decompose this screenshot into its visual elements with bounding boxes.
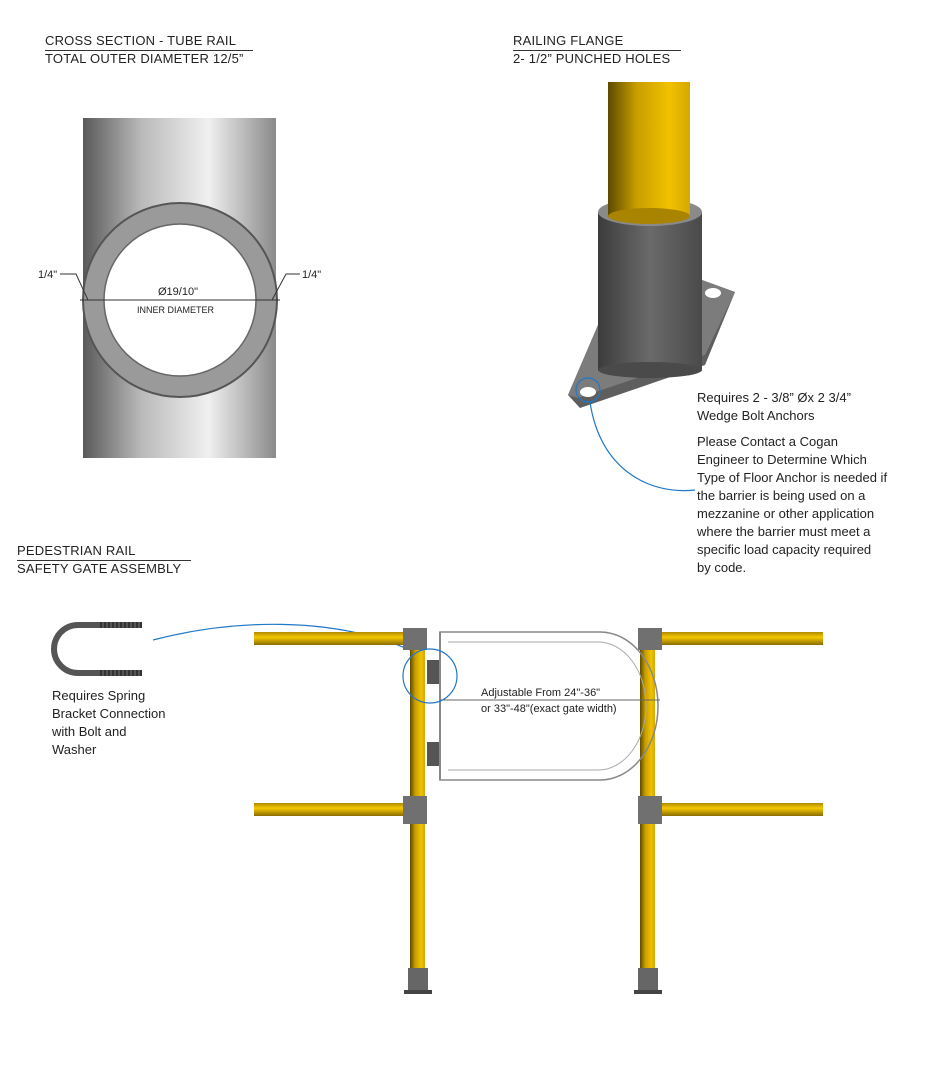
- flange-title: RAILING FLANGE: [513, 32, 681, 51]
- contact-note-line: by code.: [697, 560, 747, 575]
- safety-gate-assembly: [254, 628, 823, 994]
- anchor-note-line: Requires 2 - 3/8” Øx 2 3/4”: [697, 390, 851, 405]
- left-thickness-label: 1/4": [38, 269, 58, 281]
- inner-diameter-label: INNER DIAMETER: [137, 305, 215, 315]
- inner-diameter-value: Ø19/10": [158, 286, 198, 298]
- gate-width-note-2: or 33"-48"(exact gate width): [481, 703, 617, 715]
- flange-subtitle: 2- 1/2” PUNCHED HOLES: [513, 51, 671, 66]
- bracket-note-line: Washer: [52, 742, 97, 757]
- contact-note-line: mezzanine or other application: [697, 506, 875, 521]
- contact-note-line: where the barrier must meet a: [697, 524, 871, 539]
- bracket-note-line: Bracket Connection: [52, 706, 166, 721]
- bracket-note-line: with Bolt and: [52, 724, 127, 739]
- contact-note-line: Engineer to Determine Which: [697, 452, 867, 467]
- contact-note: Please Contact a Cogan Engineer to Deter…: [697, 433, 887, 577]
- tube-cross-section: [60, 118, 300, 458]
- gate-subtitle: SAFETY GATE ASSEMBLY: [17, 561, 182, 576]
- bracket-note-line: Requires Spring: [52, 688, 146, 703]
- contact-note-line: the barrier is being used on a: [697, 488, 866, 503]
- gate-width-note-1: Adjustable From 24"-36": [481, 687, 601, 699]
- bracket-note: Requires Spring Bracket Connection with …: [52, 687, 165, 759]
- contact-note-line: specific load capacity required: [697, 542, 872, 557]
- cross-section-subtitle: TOTAL OUTER DIAMETER 12/5”: [45, 51, 244, 66]
- railing-flange: [568, 82, 735, 492]
- right-thickness-label: 1/4": [302, 269, 322, 281]
- gate-title: PEDESTRIAN RAIL: [17, 542, 191, 561]
- contact-note-line: Please Contact a Cogan: [697, 434, 838, 449]
- u-bolt-bracket: [51, 622, 411, 676]
- anchor-note: Requires 2 - 3/8” Øx 2 3/4” Wedge Bolt A…: [697, 389, 851, 425]
- cross-section-title: CROSS SECTION - TUBE RAIL: [45, 32, 253, 51]
- anchor-note-line: Wedge Bolt Anchors: [697, 408, 815, 423]
- contact-note-line: Type of Floor Anchor is needed if: [697, 470, 888, 485]
